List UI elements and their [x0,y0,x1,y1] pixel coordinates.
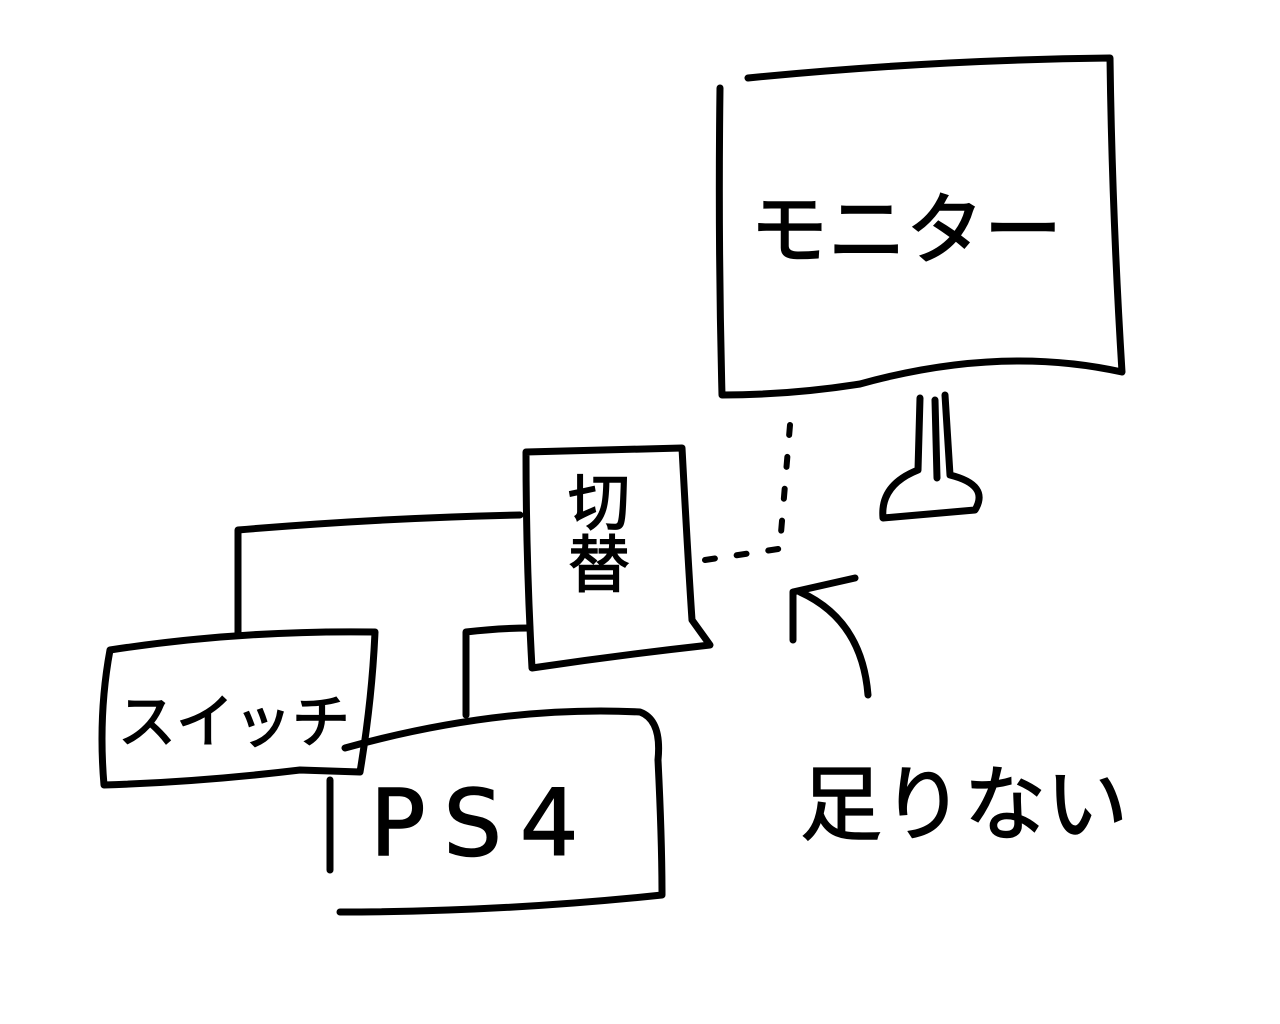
missing-connection-vertical [777,422,793,548]
switcher-box [522,444,714,672]
cable-ps4 [462,624,534,719]
monitor-label: モニター [749,185,1063,277]
monitor-box [715,54,1126,399]
annotation-label: 足りない [799,757,1129,854]
ps4-label: PS4 [369,769,597,878]
cable-back [234,511,524,639]
switcher-label: 切替 [556,469,631,595]
missing-connection-horizontal [702,545,788,563]
ps4-box [326,707,666,916]
monitor-stand-inner [931,396,941,482]
monitor-stand [879,391,983,522]
switch-box [98,628,379,789]
switch-label: スイッチ [117,687,351,757]
annotation-arrow [789,574,872,699]
